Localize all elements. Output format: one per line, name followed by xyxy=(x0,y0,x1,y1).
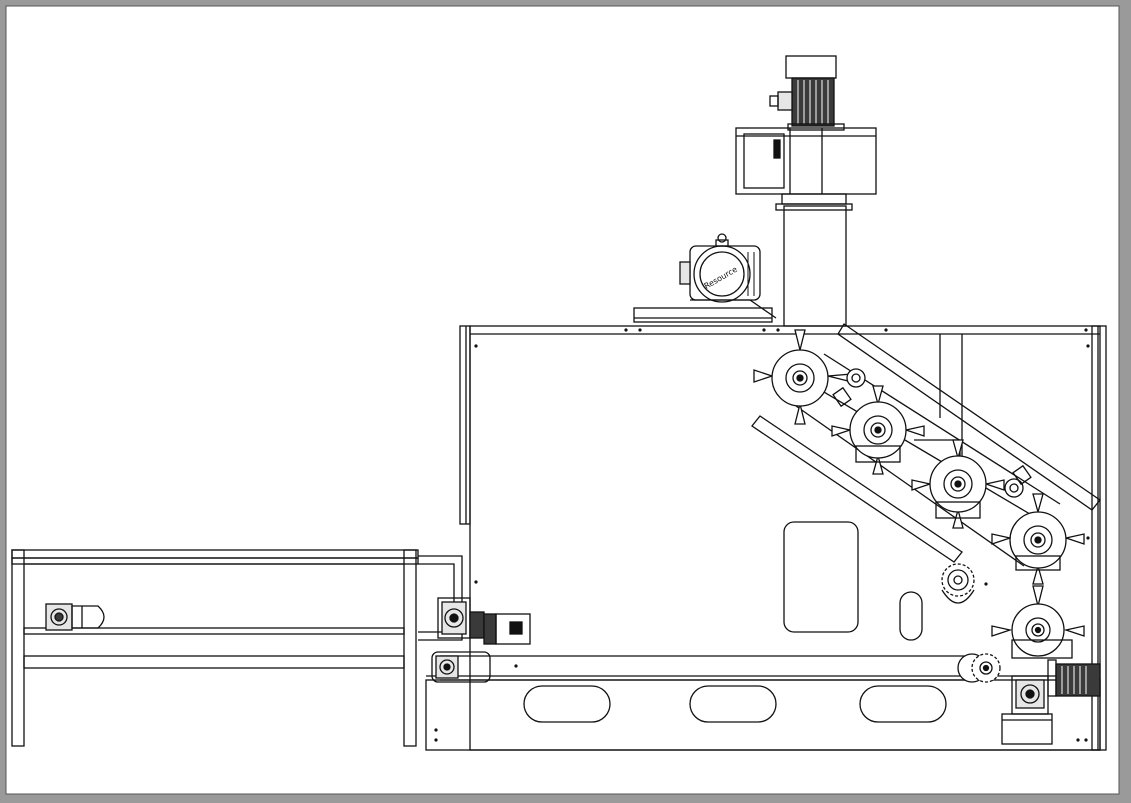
roller-4 xyxy=(991,493,1085,585)
roller-5 xyxy=(991,585,1085,657)
roller-2 xyxy=(831,385,925,475)
conveyor-motor xyxy=(45,603,105,631)
blower-motor xyxy=(769,55,845,131)
drive-gear xyxy=(941,563,975,604)
base-cutout-1 xyxy=(523,685,611,723)
idler-sprocket-1 xyxy=(832,368,866,408)
left-gearmotor xyxy=(437,597,531,645)
base-cutout-2 xyxy=(689,685,777,723)
inspection-window xyxy=(783,521,859,633)
diagonal-chute xyxy=(751,323,1101,563)
roller-3 xyxy=(911,439,1005,529)
bolt-dots xyxy=(434,328,1090,742)
right-gearmotor xyxy=(1001,639,1101,745)
blower-housing xyxy=(735,127,877,195)
idler-sprocket-2 xyxy=(1004,464,1032,498)
base-cutout-3 xyxy=(859,685,947,723)
discharge-belt xyxy=(431,651,1001,683)
slot-opening xyxy=(899,591,923,641)
roller-1 xyxy=(753,329,853,425)
fan-motor xyxy=(633,233,777,323)
